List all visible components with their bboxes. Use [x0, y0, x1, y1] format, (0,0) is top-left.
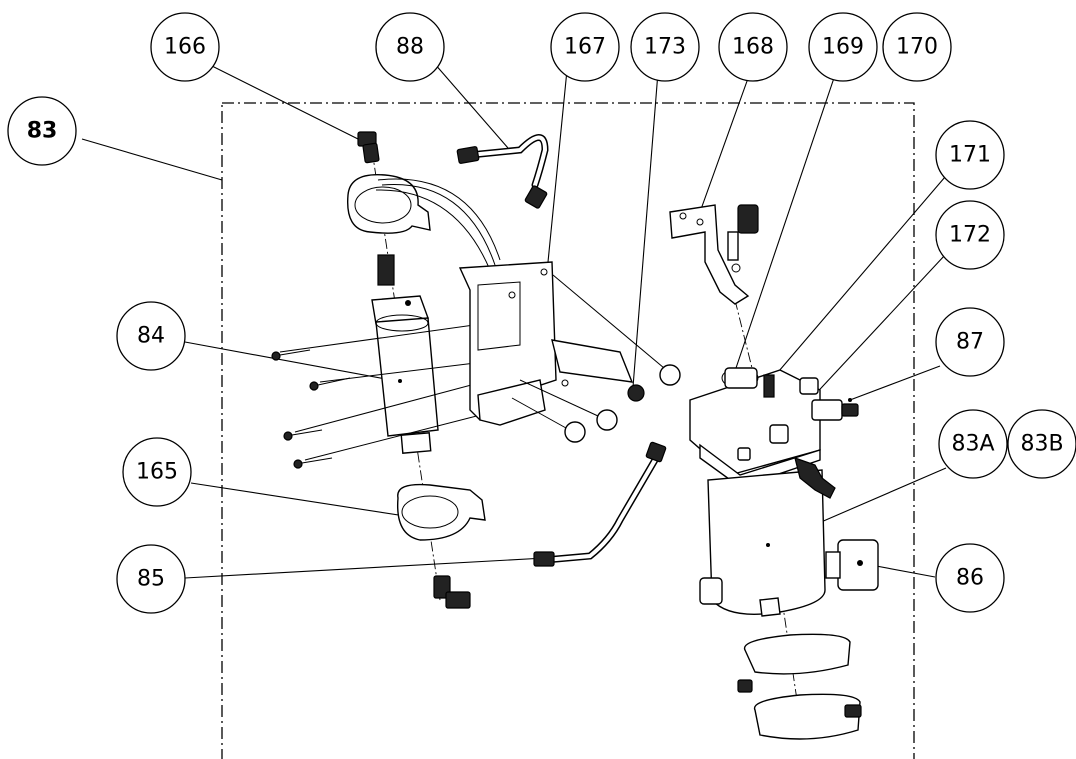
balloon-label: 83 [27, 119, 58, 144]
balloon-165: 165 [122, 437, 192, 507]
balloon-label: 83B [1020, 432, 1063, 457]
balloon-label: 165 [136, 460, 178, 485]
balloon-label: 86 [956, 566, 984, 591]
balloon-166: 166 [150, 12, 220, 82]
sensor-bracket-168 [669, 204, 759, 305]
sensor-87 [811, 398, 859, 421]
balloon-170: 170 [882, 12, 952, 82]
lower-clamp [396, 483, 486, 541]
balloon-label: 87 [956, 330, 984, 355]
balloon-85: 85 [116, 544, 186, 614]
balloon-label: 169 [822, 35, 864, 60]
upper-clamp [346, 173, 431, 234]
balloon-label: 171 [949, 143, 991, 168]
balloon-label: 173 [644, 35, 686, 60]
fuel-line-85 [533, 441, 667, 567]
parts [271, 131, 879, 740]
balloon-83: 83 [7, 96, 77, 166]
grommets-173 [564, 364, 681, 443]
balloon-172: 172 [935, 200, 1005, 270]
balloon-168: 168 [718, 12, 788, 82]
fuel-pump-84 [371, 254, 439, 454]
balloon-label: 85 [137, 567, 165, 592]
balloon-label: 166 [164, 35, 206, 60]
balloon-86: 86 [935, 543, 1005, 613]
band-clamps [737, 633, 862, 740]
balloon-84: 84 [116, 301, 186, 371]
balloon-label: 83A [951, 432, 994, 457]
hose-88 [456, 134, 549, 209]
heater-plug-86 [825, 539, 879, 591]
balloon-87: 87 [935, 307, 1005, 377]
balloon-167: 167 [550, 12, 620, 82]
balloon-label: 168 [732, 35, 774, 60]
assembly-boundary [221, 102, 915, 759]
balloon-label: 88 [396, 35, 424, 60]
balloon-88: 88 [375, 12, 445, 82]
elbow-fitting-166 [357, 131, 380, 164]
balloon-83B: 83B [1007, 409, 1076, 479]
balloon-label: 170 [896, 35, 938, 60]
balloon-171: 171 [935, 120, 1005, 190]
bottom-elbow-fitting [433, 575, 471, 609]
wire-harness [375, 178, 501, 271]
balloon-label: 167 [564, 35, 606, 60]
balloon-label: 84 [137, 324, 165, 349]
balloon-label: 172 [949, 223, 991, 248]
filter-housing [689, 367, 836, 617]
balloon-169: 169 [808, 12, 878, 82]
mounting-bracket-167 [458, 261, 634, 426]
balloon-173: 173 [630, 12, 700, 82]
balloon-83A: 83A [938, 409, 1008, 479]
